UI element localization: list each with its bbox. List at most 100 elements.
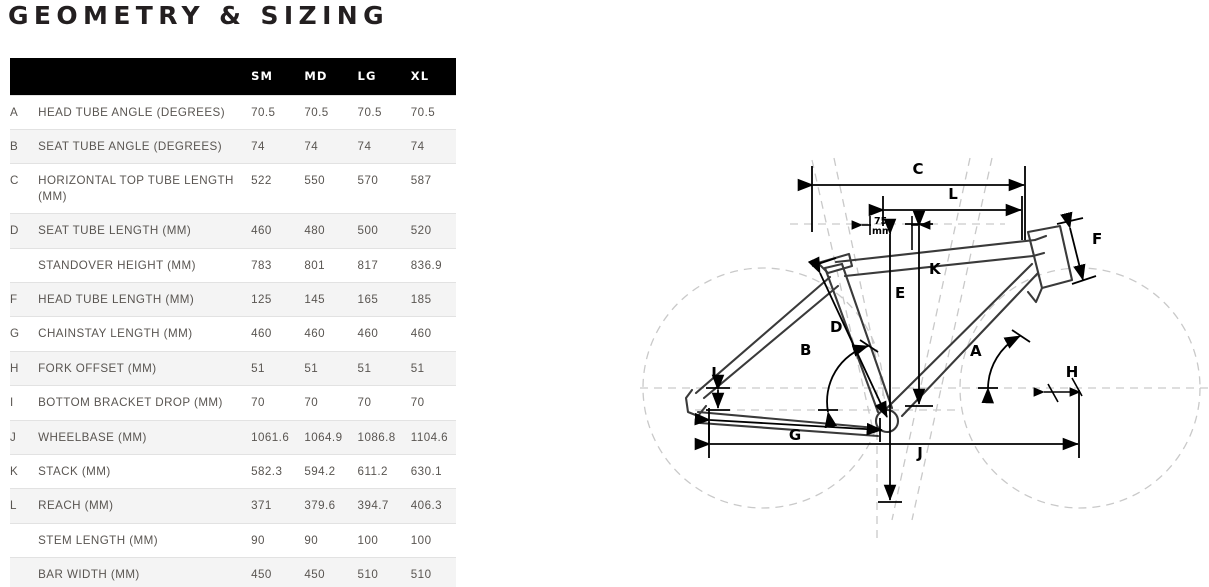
row-value-md: 550	[304, 163, 358, 214]
row-value-md: 379.6	[304, 488, 358, 524]
row-value-lg: 74	[357, 128, 411, 164]
row-value-md: 90	[304, 522, 358, 558]
dimension-f	[1056, 211, 1097, 285]
row-value-lg: 611.2	[357, 453, 411, 489]
row-value-sm: 371	[251, 488, 305, 524]
row-label: HORIZONTAL TOP TUBE LENGTH (MM)	[38, 163, 252, 214]
dimension-c	[797, 166, 1026, 240]
column-header-lg: LG	[357, 58, 411, 95]
row-label: STEM LENGTH (MM)	[38, 522, 252, 558]
column-header-name	[38, 58, 252, 95]
dimension-a-angle	[978, 329, 1031, 404]
row-key: D	[10, 213, 39, 249]
row-value-md: 460	[304, 316, 358, 352]
row-value-sm: 582.3	[251, 453, 305, 489]
row-key: J	[10, 419, 39, 455]
dimension-i	[706, 374, 730, 411]
dimension-label-75mm-unit: mm	[872, 226, 892, 237]
row-value-xl: 460	[410, 316, 456, 352]
dimension-label-i: I	[711, 364, 717, 382]
dimension-label-j: J	[916, 444, 923, 462]
row-label: STACK (MM)	[38, 453, 252, 489]
column-header-sm: SM	[251, 58, 305, 95]
row-value-lg: 51	[357, 350, 411, 386]
row-value-sm: 522	[251, 163, 305, 214]
row-value-md: 70.5	[304, 94, 358, 130]
row-value-xl: 836.9	[410, 247, 456, 283]
row-label: FORK OFFSET (MM)	[38, 350, 252, 386]
row-value-lg: 460	[357, 316, 411, 352]
row-value-xl: 406.3	[410, 488, 456, 524]
row-value-sm: 74	[251, 128, 305, 164]
row-value-sm: 70.5	[251, 94, 305, 130]
row-label: SEAT TUBE LENGTH (MM)	[38, 213, 252, 249]
row-value-md: 801	[304, 247, 358, 283]
row-label: HEAD TUBE LENGTH (MM)	[38, 281, 252, 317]
row-label: SEAT TUBE ANGLE (DEGREES)	[38, 128, 252, 164]
dimension-label-c: C	[912, 160, 923, 178]
column-header-xl: XL	[410, 58, 456, 95]
row-value-md: 145	[304, 281, 358, 317]
dimension-label-75mm-value: 75	[874, 216, 887, 227]
column-header-md: MD	[304, 58, 358, 95]
row-value-lg: 510	[357, 557, 411, 587]
row-value-md: 74	[304, 128, 358, 164]
row-label: WHEELBASE (MM)	[38, 419, 252, 455]
row-value-lg: 817	[357, 247, 411, 283]
row-value-md: 51	[304, 350, 358, 386]
row-value-sm: 460	[251, 213, 305, 249]
column-header-key	[10, 58, 39, 95]
row-value-xl: 100	[410, 522, 456, 558]
row-value-sm: 460	[251, 316, 305, 352]
row-key: A	[10, 94, 39, 130]
row-value-lg: 500	[357, 213, 411, 249]
row-value-lg: 100	[357, 522, 411, 558]
row-value-sm: 70	[251, 385, 305, 421]
row-label: BAR WIDTH (MM)	[38, 557, 252, 587]
row-value-md: 594.2	[304, 453, 358, 489]
row-value-xl: 520	[410, 213, 456, 249]
dimension-label-f: F	[1092, 230, 1102, 248]
row-key	[10, 247, 39, 283]
row-key: G	[10, 316, 39, 352]
dimension-label-e: E	[895, 284, 905, 302]
row-value-md: 450	[304, 557, 358, 587]
row-value-sm: 450	[251, 557, 305, 587]
page-title: GEOMETRY & SIZING	[8, 1, 390, 30]
row-value-lg: 1086.8	[357, 419, 411, 455]
dimension-label-a: A	[970, 342, 982, 360]
construction-lines	[640, 157, 1209, 540]
row-key: C	[10, 163, 39, 214]
row-value-lg: 394.7	[357, 488, 411, 524]
row-label: CHAINSTAY LENGTH (MM)	[38, 316, 252, 352]
row-value-sm: 783	[251, 247, 305, 283]
row-value-xl: 630.1	[410, 453, 456, 489]
row-value-lg: 570	[357, 163, 411, 214]
dimension-b-angle	[818, 339, 879, 429]
dimension-label-b: B	[800, 341, 811, 359]
row-label: STANDOVER HEIGHT (MM)	[38, 247, 252, 283]
dimension-d	[807, 256, 888, 418]
row-value-lg: 70	[357, 385, 411, 421]
dimension-j	[694, 390, 1080, 458]
row-key: F	[10, 281, 39, 317]
row-value-lg: 165	[357, 281, 411, 317]
dimension-label-g: G	[789, 426, 801, 444]
dimension-label-l: L	[948, 185, 958, 203]
row-value-md: 1064.9	[304, 419, 358, 455]
dimension-e	[878, 218, 902, 503]
